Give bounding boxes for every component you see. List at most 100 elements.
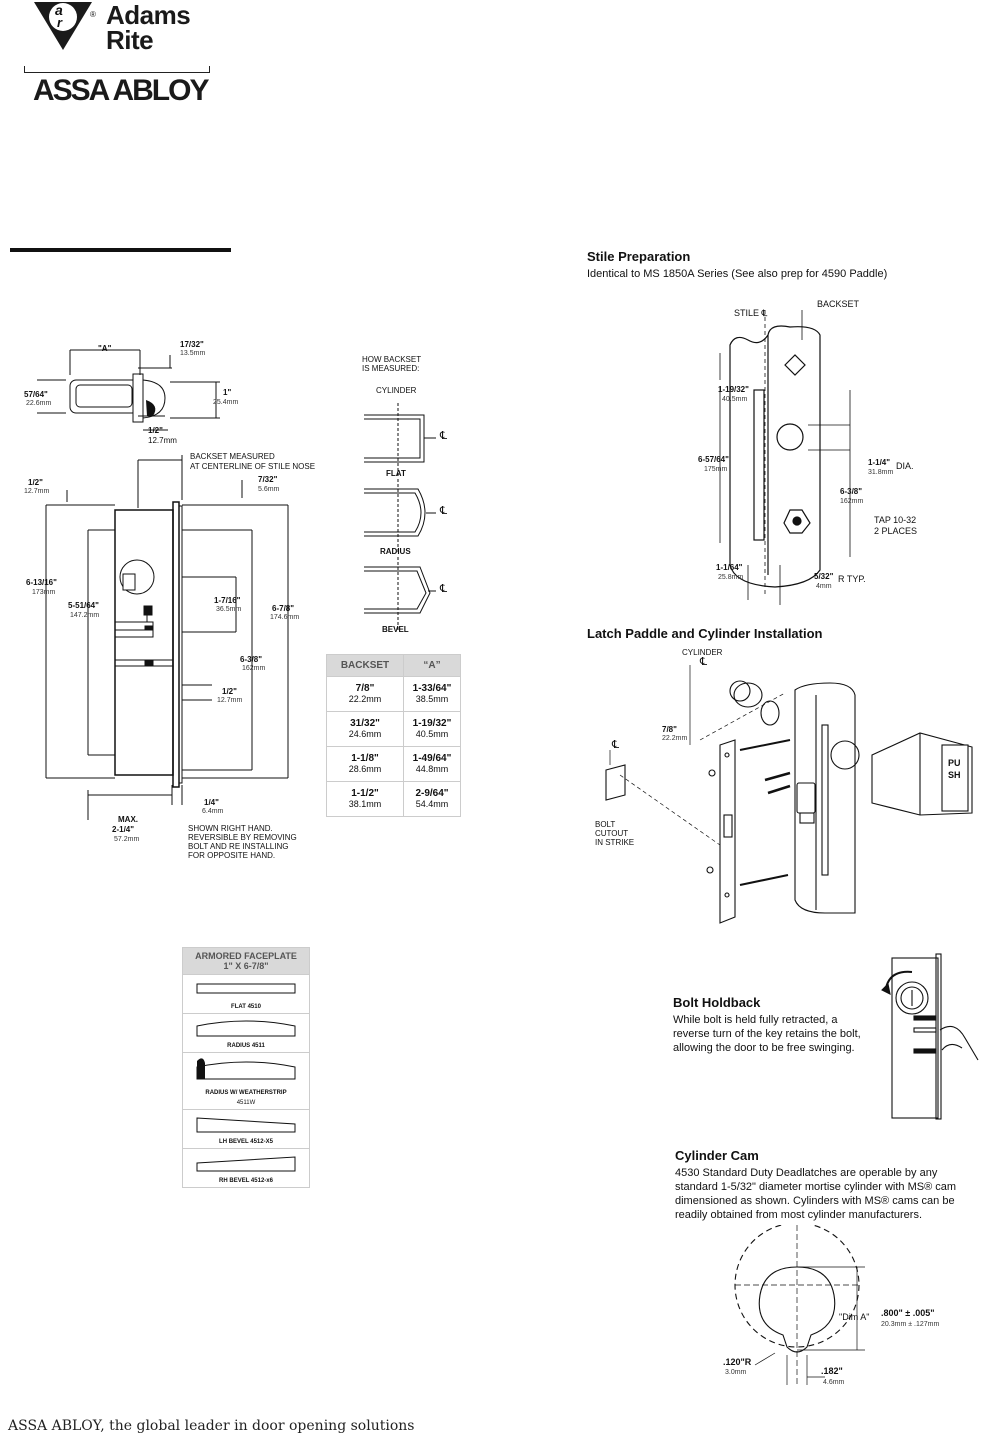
dim-6-7-8: 6-7/8" bbox=[272, 604, 295, 613]
hand-note-1: SHOWN RIGHT HAND. bbox=[188, 824, 273, 833]
cam-line-3: dimensioned as shown. Cylinders with MS®… bbox=[675, 1195, 955, 1207]
a-cell: 2-9/64"54.4mm bbox=[403, 781, 461, 817]
backset-mm: 28.6mm bbox=[348, 764, 382, 774]
paddle-cylinder-label: CYLINDER bbox=[682, 648, 723, 657]
radius-profile-icon bbox=[196, 1020, 296, 1037]
armored-faceplate-panel: ARMORED FACEPLATE 1" X 6-7/8" FLAT 4510 … bbox=[182, 947, 310, 1188]
faceplate-flat-label: FLAT 4510 bbox=[231, 1004, 261, 1010]
dim-5-32: 5/32" bbox=[814, 572, 834, 581]
backset-value: 1-1/2" bbox=[351, 788, 379, 799]
dim-6-3-8-stile: 6-3/8" bbox=[840, 487, 863, 496]
table-row: 1-1/2"38.1mm 2-9/64"54.4mm bbox=[326, 781, 461, 817]
dim-182: .182" bbox=[821, 1366, 843, 1376]
dim-1-19-32: 1-19/32" bbox=[718, 385, 749, 394]
dim-147-2mm: 147.2mm bbox=[70, 612, 100, 619]
table-row: 1-1/8"28.6mm 1-49/64"44.8mm bbox=[326, 746, 461, 782]
faceplate-weatherstrip-label: RADIUS W/ WEATHERSTRIP bbox=[205, 1090, 287, 1096]
lock-body-drawing bbox=[37, 349, 289, 820]
dim-5-51-64: 5-51/64" bbox=[68, 601, 99, 610]
dim-1-4: 1/4" bbox=[204, 798, 219, 807]
cam-line-4: readily obtained from most cylinder manu… bbox=[675, 1209, 922, 1221]
bolt-cutout-3: IN STRIKE bbox=[595, 838, 635, 847]
radius-label: RADIUS bbox=[380, 547, 411, 556]
dim-57-64: 57/64" bbox=[24, 390, 48, 399]
logo-divider bbox=[24, 66, 210, 73]
bolt-cutout-2: CUTOUT bbox=[595, 829, 629, 838]
backset-mm: 38.1mm bbox=[348, 799, 382, 809]
dim-4-6mm: 4.6mm bbox=[823, 1379, 845, 1386]
dim-4mm: 4mm bbox=[816, 583, 832, 590]
backset-label: BACKSET bbox=[817, 299, 860, 309]
backset-mm: 22.2mm bbox=[348, 694, 382, 704]
cl-symbol-1: ℄ bbox=[440, 430, 448, 442]
holdback-line-1: While bolt is held fully retracted, a bbox=[673, 1014, 838, 1026]
dim-half-mid: 1/2" bbox=[222, 687, 237, 696]
adams-rite-mark-icon bbox=[34, 2, 92, 50]
bolt-cutout-1: BOLT bbox=[595, 820, 616, 829]
faceplate-radius: RADIUS 4511 bbox=[183, 1013, 309, 1052]
dim-22-2mm-paddle: 22.2mm bbox=[662, 735, 688, 742]
faceplate-lh-bevel-label: LH BEVEL 4512-X5 bbox=[219, 1139, 273, 1145]
stile-prep-diagram: STILE ℄ BACKSET 1-19/32" 40.5mm 6-57/64"… bbox=[690, 295, 930, 605]
adams-rite-logo: a r ® Adams Rite bbox=[28, 0, 218, 58]
tap-label-2: 2 PLACES bbox=[874, 526, 918, 536]
backset-cell: 7/8"22.2mm bbox=[326, 676, 404, 712]
faceplate-title: ARMORED FACEPLATE bbox=[195, 951, 297, 961]
paddle-title: Latch Paddle and Cylinder Installation bbox=[587, 626, 823, 641]
dim-25-8mm: 25.8mm bbox=[718, 574, 744, 581]
stile-prep-title: Stile Preparation bbox=[587, 249, 691, 264]
cam-diagram: "Dim A" .800" ± .005" 20.3mm ± .127mm .1… bbox=[715, 1225, 975, 1395]
a-mm: 54.4mm bbox=[415, 799, 449, 809]
dim-5-6mm: 5.6mm bbox=[258, 486, 280, 493]
dim-2-1-4: 2-1/4" bbox=[112, 825, 135, 834]
lh-bevel-profile-icon bbox=[196, 1117, 296, 1133]
dim-173mm: 173mm bbox=[32, 589, 56, 596]
cam-line-2: standard 1-5/32" diameter mortise cylind… bbox=[675, 1181, 957, 1193]
cam-drawing bbox=[734, 1225, 865, 1385]
holdback-line-3: allowing the door to be free swinging. bbox=[673, 1042, 855, 1054]
dim-17-32: 17/32" bbox=[180, 340, 204, 349]
dim-12-7mm-top: 12.7mm bbox=[148, 436, 177, 445]
a-mm: 38.5mm bbox=[415, 694, 449, 704]
dim-31-8mm: 31.8mm bbox=[868, 469, 894, 476]
dim-a-cam: "Dim A" bbox=[839, 1312, 870, 1322]
faceplate-size: 1" X 6-7/8" bbox=[223, 961, 269, 971]
dim-22-6mm: 22.6mm bbox=[26, 400, 52, 407]
faceplate-flat: FLAT 4510 bbox=[183, 974, 309, 1013]
dim-1-1-4: 1-1/4" bbox=[868, 458, 891, 467]
table-row: 31/32"24.6mm 1-19/32"40.5mm bbox=[326, 711, 461, 747]
dim-175mm: 175mm bbox=[704, 466, 728, 473]
backset-table: BACKSET “A” 7/8"22.2mm 1-33/64"38.5mm 31… bbox=[326, 654, 461, 817]
weatherstrip-profile-icon bbox=[196, 1058, 296, 1080]
cam-line-1: 4530 Standard Duty Deadlatches are opera… bbox=[675, 1167, 938, 1179]
dim-6-57-64: 6-57/64" bbox=[698, 455, 729, 464]
dim-3-0mm: 3.0mm bbox=[725, 1369, 747, 1376]
cam-title: Cylinder Cam bbox=[675, 1148, 759, 1163]
backset-value: 7/8" bbox=[355, 683, 375, 694]
a-mm: 40.5mm bbox=[415, 729, 449, 739]
faceplate-radius-weatherstrip: RADIUS W/ WEATHERSTRIP 4511W bbox=[183, 1052, 309, 1109]
dim-7-32: 7/32" bbox=[258, 475, 278, 484]
dim-12-7mm-left: 12.7mm bbox=[24, 488, 50, 495]
flat-profile-icon bbox=[196, 983, 296, 994]
how-backset-measured: HOW BACKSET IS MEASURED: CYLINDER ℄ FLAT… bbox=[350, 355, 470, 640]
dim-120r: .120"R bbox=[723, 1357, 752, 1367]
backset-table-header: BACKSET “A” bbox=[326, 654, 461, 677]
dim-6-4mm: 6.4mm bbox=[202, 808, 224, 815]
a-value: 1-49/64" bbox=[412, 753, 452, 764]
dim-25-4mm: 25.4mm bbox=[213, 399, 239, 406]
brand-name-line1: Adams bbox=[106, 0, 191, 30]
holdback-drawing bbox=[881, 953, 979, 1120]
stile-prep-subtitle: Identical to MS 1850A Series (See also p… bbox=[587, 268, 888, 280]
dim-174-6mm: 174.6mm bbox=[270, 614, 300, 621]
paddle-push-label: PUSH bbox=[948, 758, 961, 780]
a-mm: 44.8mm bbox=[415, 764, 449, 774]
tap-label-1: TAP 10-32 bbox=[874, 515, 917, 525]
a-header: “A” bbox=[403, 654, 461, 677]
stile-drawing bbox=[719, 310, 851, 605]
dim-a-label: "A" bbox=[98, 344, 112, 353]
section-rule bbox=[10, 248, 231, 252]
backset-profiles-drawing bbox=[364, 403, 436, 630]
paddle-installation-diagram: CYLINDER ℄ ℄ 7/8" 22.2mm BOLT CUTOUT IN … bbox=[590, 645, 980, 925]
hand-note-3: BOLT AND RE INSTALLING bbox=[188, 842, 289, 851]
